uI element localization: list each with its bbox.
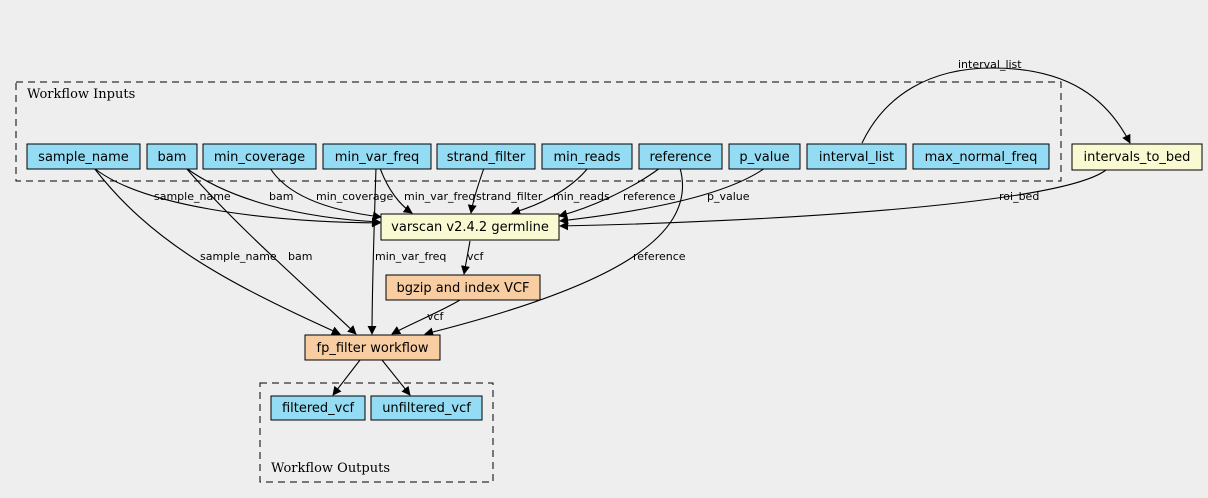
edge-sample-name-to-fp-filter: [93, 167, 341, 335]
edge-sample-name-to-varscan: [93, 167, 381, 228]
edge-intervals-to-bed-to-varscan: [559, 169, 1107, 231]
node-label: min_reads: [553, 150, 620, 165]
edge-label-sample-name: sample_name: [154, 190, 231, 203]
edge-label-p-value: p_value: [707, 190, 750, 203]
node-interval-list[interactable]: interval_list: [806, 143, 907, 170]
node-filtered-vcf[interactable]: filtered_vcf: [270, 395, 366, 421]
cluster-label-outputs: Workflow Outputs: [271, 461, 390, 476]
edges: [93, 67, 1131, 396]
node-min-reads[interactable]: min_reads: [541, 143, 633, 170]
node-label: varscan v2.4.2 germline: [391, 220, 549, 235]
node-label: interval_list: [819, 150, 894, 165]
cluster-label-inputs: Workflow Inputs: [27, 87, 135, 102]
edge-labels: interval_list sample_name bam min_covera…: [154, 58, 1039, 323]
edge-min-var-freq-to-varscan: [379, 167, 413, 214]
cluster-workflow-outputs: Workflow Outputs: [259, 382, 494, 483]
node-intervals-to-bed[interactable]: intervals_to_bed: [1071, 143, 1203, 171]
node-p-value[interactable]: p_value: [728, 143, 801, 170]
edge-interval-list-to-intervals-to-bed: [861, 67, 1131, 144]
edge-label-interval-list: interval_list: [958, 58, 1022, 71]
node-label: filtered_vcf: [282, 401, 355, 416]
edge-min-reads-to-varscan: [511, 167, 589, 216]
edge-label-sample-name-fp: sample_name: [200, 250, 277, 263]
edge-label-vcf-bgzip: vcf: [427, 310, 445, 323]
node-min-var-freq[interactable]: min_var_freq: [322, 143, 432, 170]
edge-label-reference-fp: reference: [633, 250, 686, 263]
edge-label-roi-bed: roi_bed: [999, 190, 1039, 203]
edge-label-min-var-freq-fp: min_var_freq: [375, 250, 446, 263]
cluster-workflow-inputs: Workflow Inputs: [15, 81, 1062, 182]
edge-label-reference: reference: [623, 190, 676, 203]
node-unfiltered-vcf[interactable]: unfiltered_vcf: [370, 395, 483, 421]
edge-reference-to-varscan: [558, 167, 661, 219]
edge-p-value-to-varscan: [559, 167, 766, 225]
edge-fp-filter-to-filtered-vcf: [332, 359, 361, 396]
node-label: strand_filter: [447, 150, 526, 165]
node-label: reference: [649, 150, 711, 165]
edge-strand-filter-to-varscan: [467, 167, 485, 214]
node-label: intervals_to_bed: [1084, 150, 1191, 165]
edge-label-bam: bam: [269, 190, 293, 203]
edge-min-var-freq-to-fp-filter: [367, 167, 377, 335]
node-label: max_normal_freq: [925, 150, 1038, 165]
edge-bam-to-varscan: [185, 167, 381, 227]
edge-fp-filter-to-unfiltered-vcf: [381, 359, 411, 396]
edge-reference-to-fp-filter: [424, 167, 683, 337]
edge-bam-to-fp-filter: [185, 167, 357, 335]
node-bgzip[interactable]: bgzip and index VCF: [385, 274, 541, 301]
edge-min-coverage-to-varscan: [269, 167, 382, 221]
node-label: min_var_freq: [335, 150, 419, 165]
node-label: bgzip and index VCF: [396, 281, 529, 296]
edge-label-bam-fp: bam: [288, 250, 312, 263]
node-bam[interactable]: bam: [146, 143, 198, 170]
node-reference[interactable]: reference: [638, 143, 723, 170]
node-sample-name[interactable]: sample_name: [26, 143, 141, 170]
edge-label-min-var-freq: min_var_freq: [404, 190, 475, 203]
edge-label-min-reads: min_reads: [553, 190, 610, 203]
node-strand-filter[interactable]: strand_filter: [436, 143, 536, 170]
node-label: bam: [158, 150, 187, 165]
edge-label-strand-filter: strand_filter: [476, 190, 543, 203]
edge-varscan-to-bgzip: [461, 240, 471, 275]
node-label: fp_filter workflow: [317, 341, 429, 356]
node-min-coverage[interactable]: min_coverage: [202, 143, 317, 170]
edge-label-vcf-varscan: vcf: [467, 250, 485, 263]
edge-label-min-coverage: min_coverage: [316, 190, 394, 203]
node-label: p_value: [739, 150, 789, 165]
node-label: min_coverage: [214, 150, 305, 165]
node-varscan[interactable]: varscan v2.4.2 germline: [380, 213, 560, 241]
node-label: sample_name: [38, 150, 129, 165]
node-max-normal-freq[interactable]: max_normal_freq: [912, 143, 1050, 170]
node-label: unfiltered_vcf: [382, 401, 471, 416]
edge-bgzip-to-fp-filter: [391, 299, 461, 335]
node-fp-filter[interactable]: fp_filter workflow: [304, 334, 441, 361]
